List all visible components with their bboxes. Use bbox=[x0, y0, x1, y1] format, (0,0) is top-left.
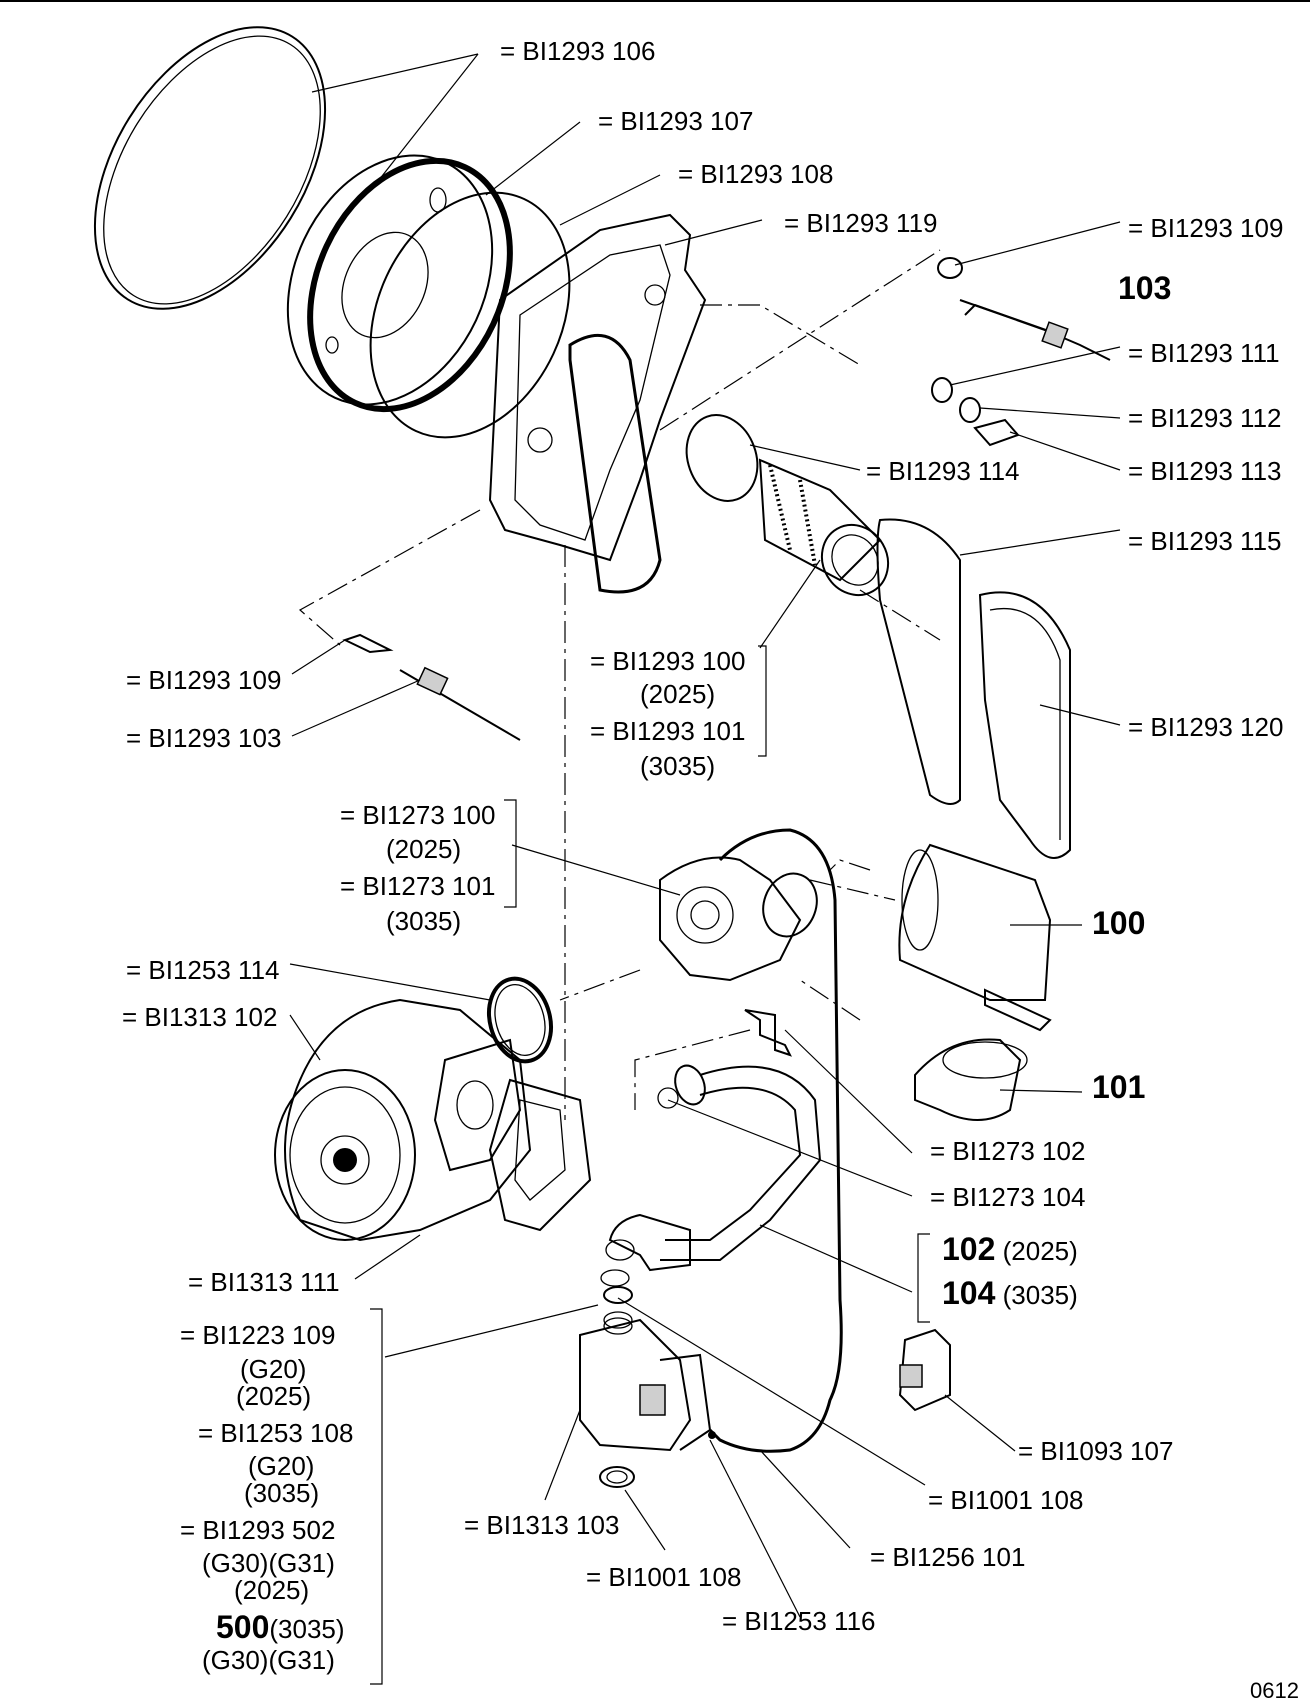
fan-cable bbox=[708, 828, 843, 1453]
part-label-1253-114: = BI1253 114 bbox=[126, 955, 280, 985]
variant-3035-fan: (3035) bbox=[386, 906, 462, 936]
part-label-120: = BI1293 120 bbox=[1128, 712, 1284, 742]
variant-2025-burner: (2025) bbox=[640, 679, 716, 709]
part-label-1223-109: = BI1223 109 bbox=[180, 1320, 336, 1350]
part-label-1313-111: = BI1313 111 bbox=[188, 1267, 340, 1297]
gas-g30-g31-a: (G30)(G31) bbox=[202, 1548, 335, 1578]
part-label-113: = BI1293 113 bbox=[1128, 456, 1282, 486]
part-label-109-left: = BI1293 109 bbox=[126, 665, 282, 695]
gas-g30-g31-b: (G30)(G31) bbox=[202, 1645, 335, 1675]
variant-3035-valve-a: (3035) bbox=[244, 1478, 320, 1508]
variant-3035-valve-b: (3035) bbox=[269, 1614, 345, 1644]
part-label-1253-116: = BI1253 116 bbox=[722, 1606, 876, 1636]
part-label-109-top: = BI1293 109 bbox=[1128, 213, 1284, 243]
fan-housing bbox=[659, 856, 802, 982]
item-number-104: 104 bbox=[942, 1275, 996, 1311]
variant-2025-valve-a: (2025) bbox=[236, 1381, 312, 1411]
gas-pipe bbox=[660, 1065, 822, 1261]
part-label-1001-108-bottom: = BI1001 108 bbox=[586, 1562, 742, 1592]
cover-disc bbox=[93, 26, 327, 310]
item-number-500: 500 bbox=[216, 1609, 270, 1645]
channel-gasket bbox=[876, 518, 961, 805]
part-label-1256-101: = BI1256 101 bbox=[870, 1542, 1026, 1572]
intake-elbow bbox=[914, 1038, 1022, 1121]
part-label-114: = BI1293 114 bbox=[866, 456, 1020, 486]
part-label-107: = BI1293 107 bbox=[598, 106, 754, 136]
gas-valve bbox=[579, 1318, 692, 1452]
variant-2025-pipe: (2025) bbox=[1002, 1236, 1078, 1266]
part-label-1093-107: = BI1093 107 bbox=[1018, 1436, 1174, 1466]
part-label-119: = BI1293 119 bbox=[784, 208, 938, 238]
variant-2025-fan: (2025) bbox=[386, 834, 462, 864]
item-number-103: 103 bbox=[1118, 270, 1172, 306]
air-intake bbox=[898, 843, 1052, 1001]
ignition-electrode-top bbox=[959, 299, 1111, 361]
channel-cover bbox=[978, 591, 1071, 859]
part-label-106: = BI1293 106 bbox=[500, 36, 656, 66]
part-label-1313-102: = BI1313 102 bbox=[122, 1002, 278, 1032]
part-label-108: = BI1293 108 bbox=[678, 159, 834, 189]
door-seal bbox=[369, 191, 571, 439]
item-104-3035: 104 (3035) bbox=[942, 1275, 1078, 1311]
part-label-115: = BI1293 115 bbox=[1128, 526, 1282, 556]
part-label-burner-101: = BI1293 101 bbox=[590, 716, 746, 746]
part-label-1293-502: = BI1293 502 bbox=[180, 1515, 336, 1545]
fan-motor bbox=[284, 998, 532, 1242]
gas-g20-a: (G20) bbox=[240, 1354, 307, 1384]
part-label-103-left: = BI1293 103 bbox=[126, 723, 282, 753]
gas-g20-b: (G20) bbox=[248, 1451, 315, 1481]
part-label-1313-103: = BI1313 103 bbox=[464, 1510, 620, 1540]
part-label-1273-102: = BI1273 102 bbox=[930, 1136, 1086, 1166]
variant-2025-valve-b: (2025) bbox=[234, 1575, 310, 1605]
part-label-burner-100: = BI1293 100 bbox=[590, 646, 746, 676]
ignition-unit bbox=[898, 1328, 951, 1412]
part-label-1273-101: = BI1273 101 bbox=[340, 871, 496, 901]
item-500-3035: 500(3035) bbox=[216, 1609, 345, 1645]
part-label-1001-108-right: = BI1001 108 bbox=[928, 1485, 1084, 1515]
item-number-100: 100 bbox=[1092, 905, 1146, 941]
burner-tube bbox=[758, 458, 882, 582]
part-label-111: = BI1293 111 bbox=[1128, 338, 1280, 368]
drawing-code: 0612 bbox=[1250, 1678, 1299, 1703]
burner-door bbox=[488, 213, 707, 562]
variant-3035-pipe: (3035) bbox=[1002, 1280, 1078, 1310]
insulation-disc bbox=[286, 154, 494, 406]
part-label-1253-108: = BI1253 108 bbox=[198, 1418, 354, 1448]
variant-3035-burner: (3035) bbox=[640, 751, 716, 781]
item-102-2025: 102 (2025) bbox=[942, 1231, 1078, 1267]
gasket-ring bbox=[307, 157, 513, 413]
item-number-101: 101 bbox=[1092, 1069, 1146, 1105]
item-number-102: 102 bbox=[942, 1231, 996, 1267]
part-label-1273-100: = BI1273 100 bbox=[340, 800, 496, 830]
part-label-1273-104: = BI1273 104 bbox=[930, 1182, 1086, 1212]
ignition-electrode-left bbox=[342, 633, 394, 654]
part-label-112: = BI1293 112 bbox=[1128, 403, 1282, 433]
